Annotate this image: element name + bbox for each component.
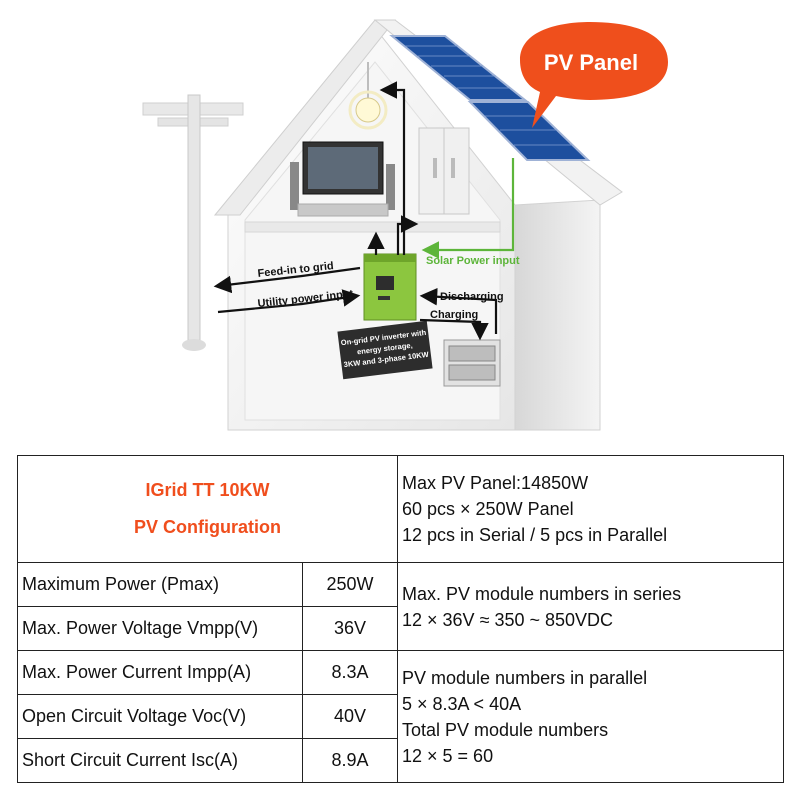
table-title-line-2: PV Configuration (134, 517, 281, 537)
pv-configuration-table: IGrid TT 10KW PV Configuration Max PV Pa… (17, 455, 784, 783)
charging-label: Charging (430, 309, 478, 321)
spec-label: Short Circuit Current Isc(A) (17, 738, 303, 783)
refrigerator (418, 127, 470, 215)
table-title: IGrid TT 10KW PV Configuration (17, 455, 398, 563)
pv-panel-callout-text: PV Panel (544, 50, 638, 75)
ceiling-lamp (348, 62, 388, 130)
inverter (363, 253, 417, 321)
flow-arrows (213, 81, 515, 341)
tv-set (290, 141, 395, 217)
spec-label: Max. Power Voltage Vmpp(V) (17, 606, 303, 651)
spec-label: Open Circuit Voltage Voc(V) (17, 694, 303, 739)
configuration-summary: Max PV Panel:14850W 60 pcs × 250W Panel … (397, 455, 784, 563)
table-row: Short Circuit Current Isc(A) 8.9A (17, 738, 784, 783)
parallel-note-line-1: PV module numbers in parallel (402, 667, 648, 688)
table-row: Maximum Power (Pmax) 250W Max. PV module… (17, 562, 784, 651)
parallel-note: PV module numbers in parallel 5 × 8.3A <… (397, 650, 784, 783)
summary-line-1: Max PV Panel:14850W (402, 473, 589, 493)
table-row: Max. Power Voltage Vmpp(V) 36V (17, 606, 784, 651)
pv-panel-callout: PV Panel (520, 22, 668, 128)
series-note-line-2: 12 × 36V ≈ 350 ~ 850VDC (402, 609, 614, 630)
spec-value: 8.3A (302, 650, 398, 695)
utility-pole (142, 94, 244, 351)
discharging-label: Discharging (440, 291, 504, 303)
spec-value: 40V (302, 694, 398, 739)
parallel-note-line-2: 5 × 8.3A < 40A (402, 693, 522, 714)
solar-panel-array (389, 35, 591, 161)
spec-label: Max. Power Current Impp(A) (17, 650, 303, 695)
parallel-note-line-3: Total PV module numbers (402, 719, 609, 740)
inverter-caption: On-grid PV inverter with energy storage,… (337, 320, 433, 380)
summary-line-2: 60 pcs × 250W Panel (402, 499, 574, 519)
table-title-line-1: IGrid TT 10KW (145, 480, 270, 500)
battery-pack (443, 339, 501, 387)
series-note: Max. PV module numbers in series 12 × 36… (397, 562, 784, 651)
table-row: Max. Power Current Impp(A) 8.3A PV modul… (17, 650, 784, 783)
parallel-note-line-4: 12 × 5 = 60 (402, 745, 494, 766)
solar-power-label: Solar Power input (426, 255, 520, 267)
table-header-row: IGrid TT 10KW PV Configuration Max PV Pa… (17, 455, 784, 563)
spec-label: Maximum Power (Pmax) (17, 562, 303, 607)
table-row: Open Circuit Voltage Voc(V) 40V (17, 694, 784, 739)
spec-value: 36V (302, 606, 398, 651)
spec-value: 250W (302, 562, 398, 607)
spec-value: 8.9A (302, 738, 398, 783)
series-note-line-1: Max. PV module numbers in series (402, 583, 682, 604)
pv-system-diagram: PV Panel On-grid PV inverter with energy… (142, 19, 668, 431)
summary-line-3: 12 pcs in Serial / 5 pcs in Parallel (402, 525, 668, 545)
